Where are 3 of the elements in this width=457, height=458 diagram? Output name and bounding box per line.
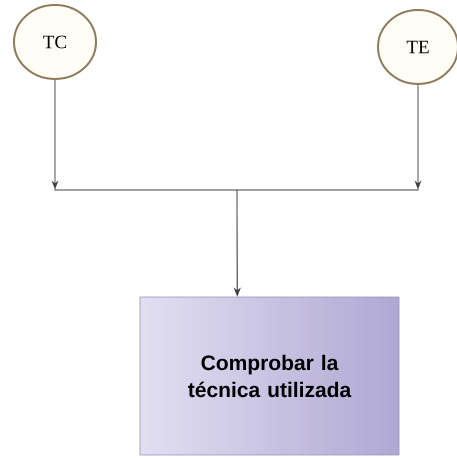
process-box: Comprobar la técnica utilizada	[140, 296, 400, 456]
circle-node: TE	[377, 9, 457, 85]
circle-node: TC	[13, 4, 97, 80]
